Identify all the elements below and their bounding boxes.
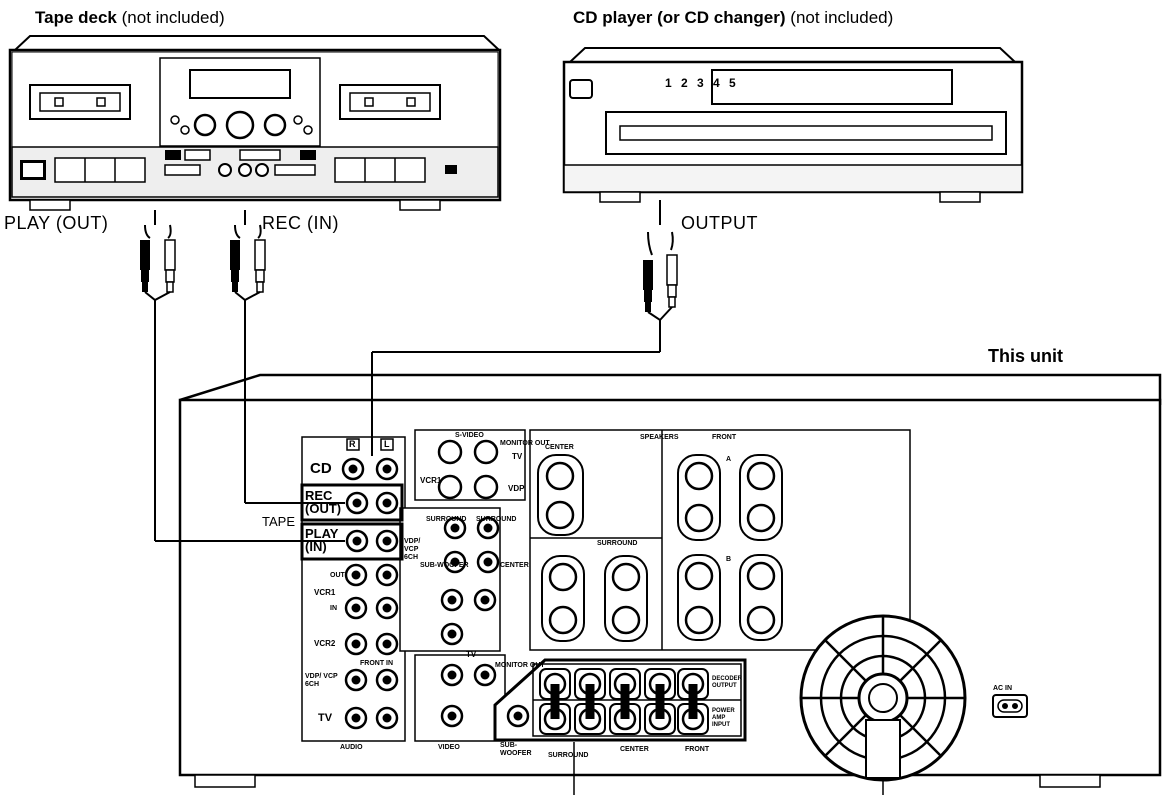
decoder-output-label: DECODER OUTPUT: [712, 676, 743, 689]
tape-deck-device: [8, 35, 502, 211]
cd-player-note: (not included): [790, 8, 894, 27]
surround-speaker-label: SURROUND: [597, 540, 638, 547]
play-in-terminal-label: PLAY (IN): [305, 526, 339, 554]
tape-terminal-label: TAPE: [262, 514, 295, 529]
audio-group-label: AUDIO: [340, 744, 363, 751]
tape-rec-cable: [244, 210, 345, 504]
tape-play-plugs: [140, 239, 176, 302]
cd-input-label: CD: [310, 460, 332, 477]
6ch-center-label: CENTER: [500, 562, 529, 569]
vcr2-label: VCR2: [314, 639, 336, 648]
video-monitor-out-label: MONITOR OUT: [495, 662, 545, 669]
s-video-label: S-VIDEO: [455, 432, 484, 439]
speakers-label: SPEAKERS: [640, 434, 679, 441]
front-preout-label: FRONT: [685, 746, 710, 753]
ac-in-label: AC IN: [993, 685, 1013, 692]
cd-player-device: [562, 47, 1024, 203]
cd-player-name: CD player (or CD changer): [573, 8, 786, 27]
video-tv-label: TV: [466, 650, 477, 659]
tape-play-cable: [144, 210, 345, 542]
rec-in-label: REC (IN): [262, 213, 339, 233]
center-preout-label: CENTER: [620, 746, 649, 753]
tape-deck-name: Tape deck: [35, 8, 117, 27]
receiver-device: [178, 373, 1162, 795]
vcr1-out-label: OUT: [330, 572, 345, 579]
front-in-label: FRONT IN: [360, 660, 394, 667]
6ch-subwoofer-label: SUB-WOOFER: [420, 562, 469, 569]
center-speaker-label: CENTER: [545, 444, 574, 451]
front-speaker-label: FRONT: [712, 434, 737, 441]
tape-deck-note: (not included): [121, 8, 225, 27]
6ch-surround-l-label: SURROUND: [476, 516, 517, 523]
6ch-surround-r-label: SURROUND: [426, 516, 467, 523]
tape-rec-plugs: [230, 224, 266, 302]
speaker-b-label: B: [726, 556, 732, 563]
channel-l-label: L: [384, 439, 390, 449]
cooling-fan: [799, 614, 967, 782]
s-video-vcr1-label: VCR1: [420, 476, 442, 485]
video-group-label: VIDEO: [438, 744, 460, 751]
cd-output-label: OUTPUT: [681, 213, 758, 233]
power-amp-input-label: POWER AMP INPUT: [712, 708, 735, 728]
cd-player-header: CD player (or CD changer) (not included): [573, 8, 893, 28]
cd-output-plugs: [643, 231, 678, 322]
tv-input-label: TV: [318, 712, 333, 724]
rec-out-terminal-label: REC (OUT): [305, 488, 342, 516]
play-out-label: PLAY (OUT): [4, 213, 109, 233]
vdp-6ch-label: VDP/ VCP 6CH: [404, 538, 421, 561]
tape-deck-header: Tape deck (not included): [35, 8, 225, 28]
this-unit-label: This unit: [988, 346, 1063, 366]
subwoofer-out-label: SUB-WOOFER: [500, 742, 532, 757]
vcr1-label: VCR1: [314, 588, 336, 597]
surround-preout-label: SURROUND: [548, 752, 589, 759]
s-video-tv-label: TV: [512, 452, 523, 461]
s-video-vdp-label: VDP: [508, 484, 525, 493]
cd-display-segments: 1 2 3 4 5: [665, 76, 739, 90]
vcr1-in-label: IN: [330, 605, 337, 612]
channel-r-label: R: [349, 439, 356, 449]
vdp-vcp-front-label: VDP/ VCP 6CH: [305, 673, 338, 688]
speaker-a-label: A: [726, 456, 732, 463]
cd-output-cable: [371, 200, 661, 456]
s-video-monitor-out-label: MONITOR OUT: [500, 440, 550, 447]
